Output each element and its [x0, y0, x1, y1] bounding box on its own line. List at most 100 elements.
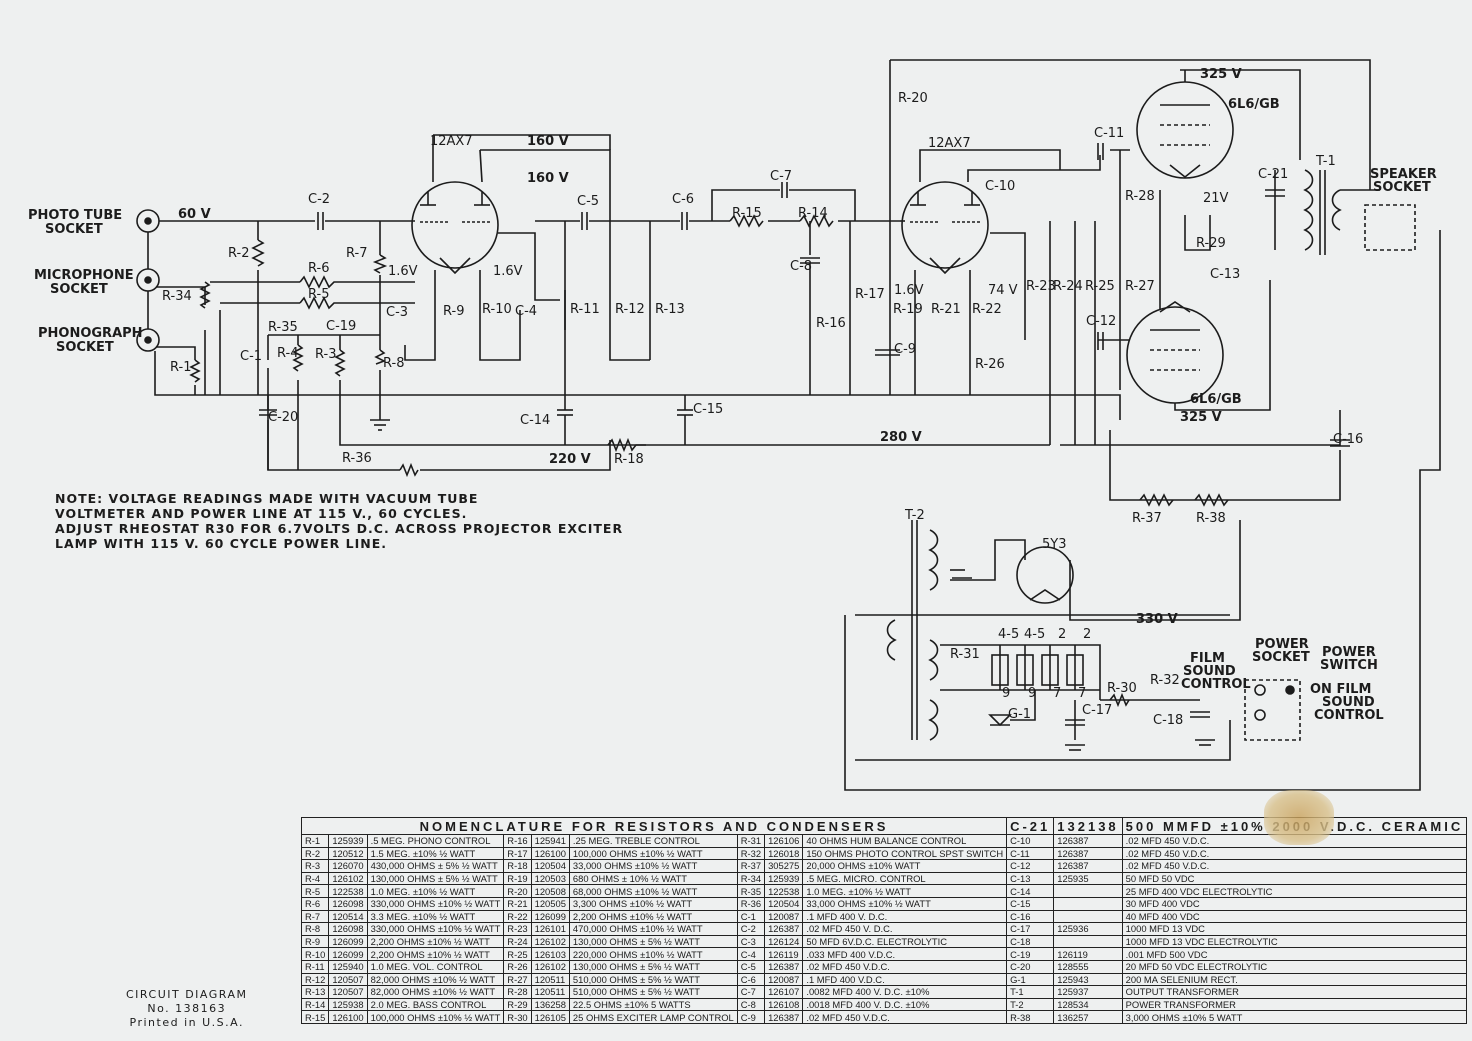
table-cell: 25 OHMS EXCITER LAMP CONTROL [568, 1010, 738, 1024]
table-cell: 1.0 MEG. VOL. CONTROL [366, 959, 505, 974]
voltage-label: 1.6V [388, 264, 418, 279]
table-cell: 3,000 OHMS ±10% 5 WATT [1121, 1010, 1468, 1024]
component-label-r-24: R-24 [1053, 279, 1083, 294]
table-cell: C-16 [1006, 909, 1055, 924]
table-cell: 122538 [764, 884, 804, 898]
component-label-c-8: C-8 [790, 259, 812, 274]
table-cell: 120507 [328, 985, 368, 999]
component-label-r-27: R-27 [1125, 279, 1155, 294]
heater-label: 4-5 [998, 627, 1019, 642]
component-label-c-19: C-19 [326, 319, 356, 334]
note-line: ADJUST RHEOSTAT R30 FOR 6.7VOLTS D.C. AC… [55, 521, 624, 536]
circuit-diagram-footer: CIRCUIT DIAGRAM No. 138163 Printed in U.… [126, 988, 248, 1030]
component-label-r-25: R-25 [1085, 279, 1115, 294]
table-cell: 680 OHMS ± 10% ½ WATT [568, 871, 738, 886]
component-label-c-6: C-6 [672, 192, 694, 207]
table-cell: .02 MFD 450 V.D.C. [802, 1010, 1008, 1024]
table-cell: 20,000 OHMS ±10% WATT [802, 859, 1008, 873]
component-label-g-1: G-1 [1008, 707, 1031, 722]
component-label-r-12: R-12 [615, 302, 645, 317]
component-label-r-10: R-10 [482, 302, 512, 317]
table-cell: 130,000 OHMS ± 5% ½ WATT [568, 959, 738, 974]
table-cell: R-6 [300, 896, 330, 911]
component-label-r-11: R-11 [570, 302, 600, 317]
component-label-c-17: C-17 [1082, 703, 1112, 718]
table-cell: .001 MFD 500 VDC [1121, 947, 1468, 961]
table-cell: 20 MFD 50 VDC ELECTROLYTIC [1121, 959, 1468, 974]
table-cell: 510,000 OHMS ± 5% ½ WATT [568, 972, 738, 987]
component-label-c-21: C-21 [1258, 167, 1288, 182]
tube-label: 6L6/GB [1190, 392, 1242, 407]
table-cell: R-12 [300, 972, 330, 987]
table-cell: C-13 [1006, 871, 1055, 886]
table-cell: 120511 [530, 985, 570, 999]
speaker-label-2: SOCKET [1373, 180, 1431, 195]
table-cell: 25 MFD 400 VDC ELECTROLYTIC [1121, 884, 1468, 898]
footer-line: No. 138163 [147, 1002, 227, 1015]
component-label-r-13: R-13 [655, 302, 685, 317]
table-cell: 126098 [328, 922, 368, 936]
table-cell: 126119 [764, 947, 804, 961]
table-cell: 120512 [328, 846, 368, 861]
voltage-label: 325 V [1200, 67, 1242, 82]
table-cell: 126102 [530, 934, 570, 949]
component-label-r-17: R-17 [855, 287, 885, 302]
table-cell: 126100 [328, 1010, 368, 1024]
table-cell: C-10 [1006, 834, 1055, 848]
table-cell: R-34 [736, 871, 766, 886]
component-label-r-23: R-23 [1026, 279, 1056, 294]
component-label-c-14: C-14 [520, 413, 550, 428]
paper-stain [1264, 790, 1334, 845]
table-cell: 136258 [530, 997, 570, 1012]
table-cell: R-11 [300, 959, 330, 974]
component-label-r-4: R-4 [277, 346, 298, 361]
component-label-r-1: R-1 [170, 360, 191, 375]
table-cell: 126103 [530, 947, 570, 961]
component-label-r-18: R-18 [614, 452, 644, 467]
table-cell: .033 MFD 400 V.D.C. [802, 947, 1008, 961]
component-label-c-20: C-20 [268, 410, 298, 425]
table-cell: 125940 [328, 959, 368, 974]
table-cell: 125941 [530, 834, 570, 848]
table-cell: 126100 [530, 846, 570, 861]
table-cell: R-17 [503, 846, 532, 861]
note-line: NOTE: VOLTAGE READINGS MADE WITH VACUUM … [55, 491, 479, 506]
table-cell: C-9 [736, 1010, 766, 1024]
table-cell: 120514 [328, 909, 368, 924]
table-cell: POWER TRANSFORMER [1121, 997, 1468, 1012]
table-cell: R-9 [300, 934, 330, 949]
table-cell: 125939 [764, 871, 804, 886]
table-cell: R-24 [503, 934, 532, 949]
power-supply [855, 520, 1301, 761]
table-cell: .0082 MFD 400 V. D.C. ±10% [802, 985, 1008, 999]
component-label-c-4: C-4 [515, 304, 537, 319]
voltage-label: 280 V [880, 430, 922, 445]
component-label-c-13: C-13 [1210, 267, 1240, 282]
component-label-r-2: R-2 [228, 246, 249, 261]
output-network [1049, 143, 1350, 507]
component-label-c-16: C-16 [1333, 432, 1363, 447]
table-cell: C-11 [1006, 846, 1055, 861]
tube-12ax7-first [404, 134, 650, 361]
table-cell: 120503 [530, 871, 570, 886]
table-cell: R-30 [503, 1010, 532, 1024]
table-cell: T-1 [1006, 985, 1055, 999]
table-cell: R-10 [300, 947, 330, 961]
table-cell: C-4 [736, 947, 766, 961]
component-label-r-38: R-38 [1196, 511, 1226, 526]
component-label-c-3: C-3 [386, 305, 408, 320]
microphone-label-1: MICROPHONE [34, 268, 134, 283]
table-cell: 125938 [328, 997, 368, 1012]
tube-6l6-lower [1126, 280, 1271, 411]
table-cell: OUTPUT TRANSFORMER [1121, 985, 1468, 999]
table-cell: R-20 [503, 884, 532, 898]
table-cell: C-15 [1006, 896, 1055, 911]
table-cell: 126108 [764, 997, 804, 1012]
film-sound-label-3: CONTROL [1181, 677, 1251, 692]
table-cell: 130,000 OHMS ± 5% ½ WATT [568, 934, 738, 949]
